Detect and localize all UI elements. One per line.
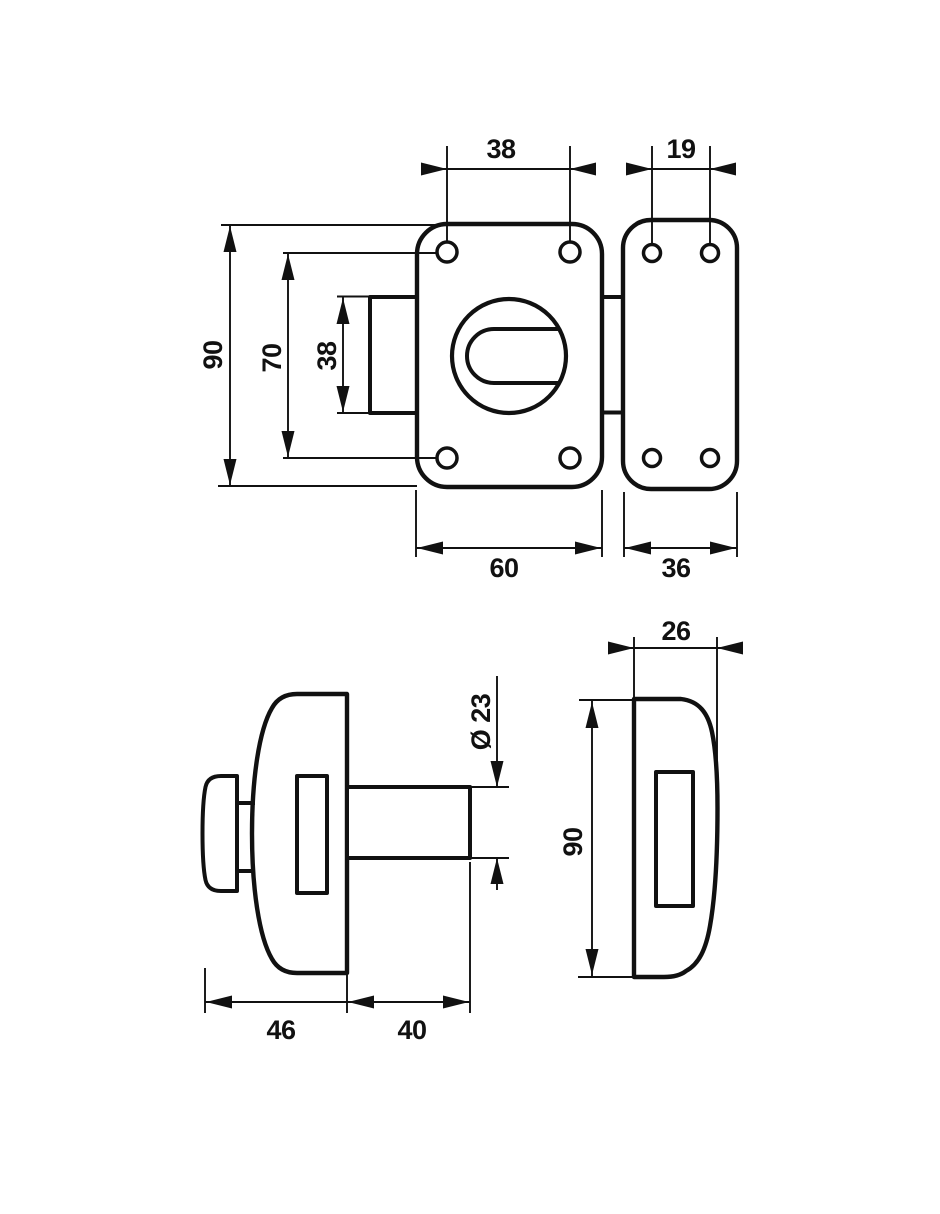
thumbturn-knob-front <box>465 327 559 385</box>
dim-label-keeper-width: 36 <box>661 553 691 583</box>
arrowhead <box>223 226 237 252</box>
dim-label-keeper-hole-spacing: 19 <box>666 134 696 164</box>
arrowhead <box>281 254 295 280</box>
arrowhead <box>443 995 469 1009</box>
arrowhead <box>490 761 504 787</box>
arrowhead <box>421 162 447 176</box>
dimension-lock-hole-spacing-h: 38 <box>421 134 596 242</box>
dim-label-lock-width: 60 <box>489 553 518 583</box>
arrowhead <box>585 949 599 975</box>
arrowhead <box>417 541 443 555</box>
arrowhead <box>626 162 652 176</box>
arrowhead <box>575 541 601 555</box>
arrowhead <box>570 162 596 176</box>
dim-label-bolt-height: 38 <box>312 341 342 371</box>
screw-hole <box>699 447 721 469</box>
dim-label-lock-height: 90 <box>198 340 228 369</box>
arrowhead <box>336 298 350 324</box>
dimension-bolt-height: 38 <box>312 295 370 414</box>
arrowhead <box>625 541 651 555</box>
front-view-keeper-details <box>641 242 721 469</box>
dim-label-cylinder-diameter: Ø 23 <box>466 693 496 750</box>
arrowhead <box>717 641 743 655</box>
arrowhead <box>348 995 374 1009</box>
bolt-guide-front <box>368 295 419 415</box>
arrowhead <box>223 459 237 485</box>
dimension-keeper-height: 90 <box>558 699 640 978</box>
screw-hole <box>699 242 721 264</box>
dimension-keeper-hole-spacing: 19 <box>626 134 736 244</box>
dimension-keeper-width: 36 <box>623 492 738 583</box>
dim-label-lock-hole-spacing-v: 70 <box>257 343 287 372</box>
arrowhead <box>585 702 599 728</box>
dimension-keeper-depth: 26 <box>608 616 743 770</box>
side-view-lock <box>200 691 472 976</box>
screw-hole <box>435 446 459 470</box>
dimension-body-depth-and-cylinder-length: 46 40 <box>204 862 471 1045</box>
front-view-lock-details <box>435 240 582 470</box>
screw-hole <box>641 447 663 469</box>
dim-label-keeper-depth: 26 <box>661 616 691 646</box>
dimension-cylinder-diameter: Ø 23 <box>466 676 509 890</box>
dim-label-cylinder-length: 40 <box>397 1015 426 1045</box>
dimension-lock-hole-spacing-v: 70 <box>257 252 436 459</box>
arrowhead <box>206 995 232 1009</box>
keeper-front <box>620 217 740 492</box>
arrowhead <box>710 541 736 555</box>
dimension-lock-height: 90 <box>198 224 440 487</box>
screw-hole <box>435 240 459 264</box>
screw-hole <box>558 446 582 470</box>
lock-slot-side <box>295 774 329 895</box>
dim-label-keeper-height: 90 <box>558 827 588 856</box>
dimension-lock-width: 60 <box>415 490 603 583</box>
arrowhead <box>608 641 634 655</box>
arrowhead <box>710 162 736 176</box>
screw-hole <box>641 242 663 264</box>
arrowhead <box>490 858 504 884</box>
dim-label-body-depth: 46 <box>266 1015 296 1045</box>
screw-hole <box>558 240 582 264</box>
arrowhead <box>336 386 350 412</box>
front-view-keeper <box>620 217 740 492</box>
keeper-slot-side <box>654 770 695 908</box>
dim-label-lock-hole-spacing-h: 38 <box>486 134 516 164</box>
side-view-keeper <box>631 696 720 980</box>
thumbturn-rosette <box>449 296 569 416</box>
thumbturn-knob-side <box>200 774 239 893</box>
arrowhead <box>281 431 295 457</box>
cylinder-side <box>345 785 472 860</box>
